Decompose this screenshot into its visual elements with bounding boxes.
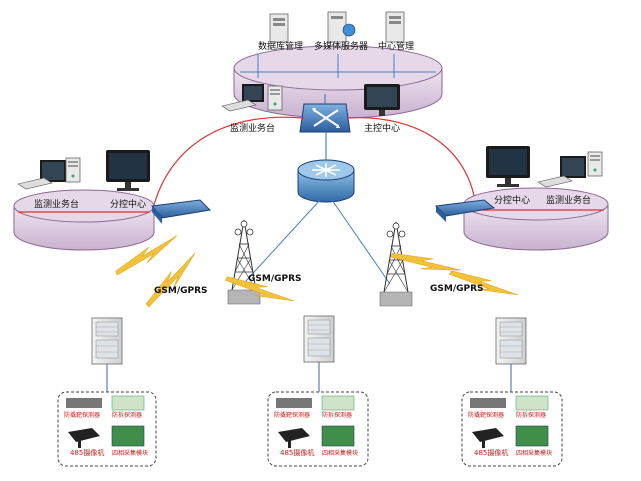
wireless-label: GSM/GPRS xyxy=(154,286,208,296)
wireless-label: GSM/GPRS xyxy=(248,274,302,284)
device-label: 四相采集模块 xyxy=(322,450,359,457)
device-group-right xyxy=(461,391,563,467)
right-branch-monitor-icon[interactable] xyxy=(486,146,530,187)
left-monitor-desk-label: 监测业务台 xyxy=(34,200,80,210)
camera-icon xyxy=(68,428,504,448)
device-group-middle xyxy=(267,391,369,467)
device-label: 防拆探测器 xyxy=(516,412,547,419)
monitor-desk-pc-icon[interactable] xyxy=(221,84,283,112)
right-station-platform xyxy=(463,187,609,251)
device-label: 485摄像机 xyxy=(70,449,105,457)
field-terminal-left[interactable] xyxy=(91,317,123,365)
core-switch-icon[interactable] xyxy=(299,103,351,133)
device-group-left xyxy=(57,391,157,467)
right-switch-icon[interactable] xyxy=(434,199,496,222)
field-terminal-right[interactable] xyxy=(495,317,527,365)
center-platform xyxy=(233,45,443,119)
router-icon[interactable] xyxy=(297,159,355,203)
tamper-detector-icon xyxy=(111,395,549,411)
right-monitor-desk-label: 监测业务台 xyxy=(546,196,592,206)
wireless-label: GSM/GPRS xyxy=(430,284,484,294)
left-branch-control-label: 分控中心 xyxy=(110,200,147,210)
server-label: 中心管理 xyxy=(378,42,415,52)
device-label: 四相采集模块 xyxy=(112,450,149,457)
router-tower-right-link xyxy=(331,199,391,285)
device-label: 485摄像机 xyxy=(280,449,315,457)
cell-tower-icon xyxy=(379,221,413,307)
main-control-monitor-icon[interactable] xyxy=(364,84,400,116)
left-branch-monitor-icon[interactable] xyxy=(106,150,150,191)
wan-link-right xyxy=(347,117,477,209)
main-control-label: 主控中心 xyxy=(364,124,401,134)
server-label: 多媒体服务器 xyxy=(314,42,369,52)
device-label: 四相采集模块 xyxy=(516,450,553,457)
server-tower-icon[interactable] xyxy=(385,11,405,43)
device-label: 485摄像机 xyxy=(474,449,509,457)
left-monitor-desk-pc-icon[interactable] xyxy=(17,157,81,190)
center-monitor-desk-label: 监测业务台 xyxy=(230,124,276,134)
device-label: 防拆探测器 xyxy=(112,412,143,419)
field-terminal-middle[interactable] xyxy=(303,315,335,363)
server-label: 数据库管理 xyxy=(258,42,304,52)
media-server-icon[interactable] xyxy=(327,11,356,43)
left-switch-icon[interactable] xyxy=(151,199,212,224)
device-label: 防撬靶探测器 xyxy=(468,412,505,419)
right-branch-control-label: 分控中心 xyxy=(494,196,531,206)
left-station-platform xyxy=(13,189,155,251)
device-label: 防撬靶探测器 xyxy=(64,412,101,419)
vibration-detector-icon xyxy=(66,398,506,408)
wireless-link-icon xyxy=(139,252,205,308)
right-monitor-desk-pc-icon[interactable] xyxy=(537,151,603,188)
device-label: 防拆探测器 xyxy=(322,412,353,419)
router-tower-left-link xyxy=(244,199,321,283)
wan-link-left xyxy=(151,116,305,213)
device-label: 防撬靶探测器 xyxy=(274,412,311,419)
acquisition-module-icon xyxy=(111,425,549,447)
server-tower-icon[interactable] xyxy=(269,13,289,43)
